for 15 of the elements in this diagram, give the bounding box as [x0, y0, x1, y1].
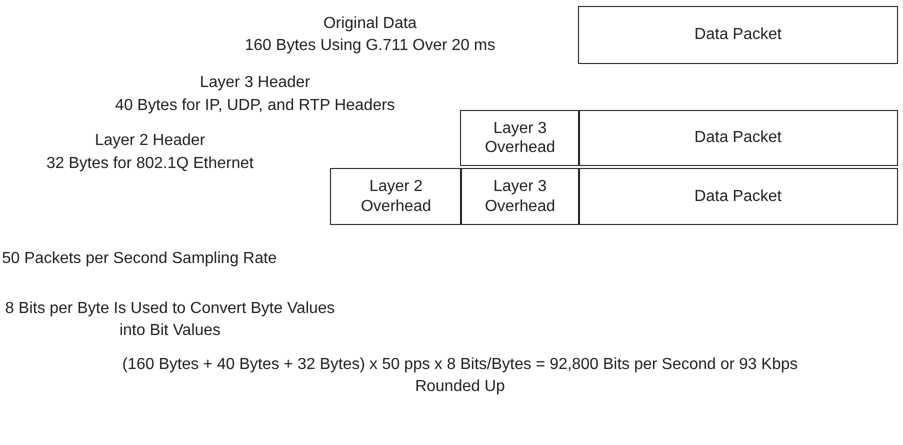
header-title: Original Data: [322, 14, 418, 34]
packet-field-box: Data Packet: [578, 168, 898, 225]
formula-text: (160 Bytes + 40 Bytes + 32 Bytes) x 50 pps x 8 Bits/Bytes = 92,800 Bits per Second or 93 Kbps Rounded Up: [121, 355, 799, 397]
packet-field-box: Layer 3 Overhead: [460, 168, 580, 225]
header-description: 40 Bytes for IP, UDP, and RTP Headers: [114, 96, 396, 116]
header-description: 160 Bytes Using G.711 Over 20 ms: [244, 36, 496, 56]
packet-field-box: Data Packet: [578, 110, 898, 166]
header-description: 32 Bytes for 802.1Q Ethernet: [45, 154, 255, 174]
note-text: 8 Bits per Byte Is Used to Convert Byte Values into Bit Values: [5, 299, 335, 341]
header-title: Layer 2 Header: [94, 131, 206, 151]
header-title: Layer 3 Header: [198, 73, 312, 93]
packet-field-box: Layer 2 Overhead: [330, 168, 462, 225]
note-text: 50 Packets per Second Sampling Rate: [2, 249, 277, 269]
packet-field-box: Layer 3 Overhead: [460, 110, 580, 166]
packet-field-box: Data Packet: [578, 6, 898, 64]
